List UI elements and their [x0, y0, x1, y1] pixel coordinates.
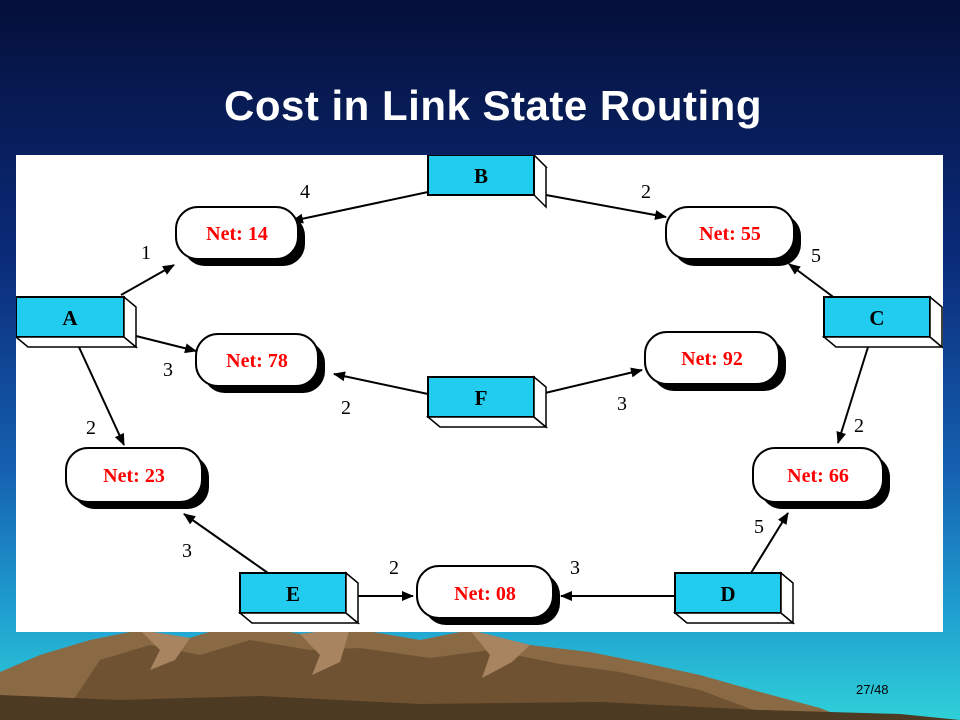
network-cloud-08: Net: 08	[416, 565, 560, 625]
router-label: C	[869, 306, 884, 330]
link-a-net14	[120, 264, 175, 296]
link-c-net55	[788, 263, 837, 300]
cost-label: 2	[641, 181, 651, 203]
router-d: D	[672, 571, 796, 625]
network-cloud-55: Net: 55	[665, 206, 801, 266]
router-c: C	[821, 295, 945, 349]
cost-label: 2	[854, 415, 864, 437]
cost-label: 5	[754, 516, 764, 538]
link-c-net66	[836, 346, 869, 444]
router-label: B	[474, 164, 488, 188]
router-label: A	[62, 306, 78, 330]
network-cloud-14: Net: 14	[175, 206, 305, 266]
cost-label: 4	[300, 181, 310, 203]
cost-label: 1	[141, 242, 151, 264]
link-b-net55	[545, 194, 667, 220]
cost-label: 2	[86, 417, 96, 439]
router-label: F	[475, 386, 488, 410]
slide-title: Cost in Link State Routing	[224, 82, 762, 129]
router-a: A	[13, 295, 139, 349]
cost-label: 3	[617, 393, 627, 415]
link-a-net23	[77, 344, 125, 446]
link-e-net23	[183, 513, 269, 574]
link-b-net14	[291, 191, 429, 224]
network-cloud-66: Net: 66	[752, 447, 890, 509]
link-d-net66	[750, 512, 789, 574]
cost-label: 2	[389, 557, 399, 579]
link-f-net92	[544, 367, 643, 394]
networks: Net: 14 Net: 55 Net: 78 Net: 92 Net: 23	[65, 206, 890, 625]
cost-label: 5	[811, 245, 821, 267]
diagram-panel: 4 2 1 5 3 2 3 2 2 3 5 2 3 Net: 14 Net:	[13, 153, 945, 632]
cost-label: 3	[163, 359, 173, 381]
cost-label: 3	[182, 540, 192, 562]
mountain-scenery	[0, 622, 960, 720]
network-label: Net: 14	[206, 223, 268, 245]
links	[77, 191, 869, 601]
network-label: Net: 08	[454, 583, 516, 605]
link-a-net78	[135, 335, 197, 354]
router-e: E	[237, 571, 361, 625]
network-cloud-78: Net: 78	[195, 333, 325, 393]
network-label: Net: 23	[103, 465, 165, 487]
link-costs: 4 2 1 5 3 2 3 2 2 3 5 2 3	[86, 181, 864, 579]
network-label: Net: 92	[681, 348, 743, 370]
routers: B A C F	[13, 153, 945, 625]
router-f: F	[425, 375, 549, 429]
network-label: Net: 55	[699, 223, 761, 245]
page-number: 27/48	[856, 682, 889, 697]
router-b: B	[426, 153, 548, 209]
network-cloud-23: Net: 23	[65, 447, 209, 509]
router-label: E	[286, 582, 300, 606]
link-f-net78	[333, 371, 429, 395]
cost-label: 2	[341, 397, 351, 419]
cost-label: 3	[570, 557, 580, 579]
network-cloud-92: Net: 92	[644, 331, 786, 391]
network-label: Net: 66	[787, 465, 849, 487]
network-label: Net: 78	[226, 350, 288, 372]
network-diagram: 4 2 1 5 3 2 3 2 2 3 5 2 3 Net: 14 Net:	[13, 153, 945, 625]
router-label: D	[720, 582, 735, 606]
